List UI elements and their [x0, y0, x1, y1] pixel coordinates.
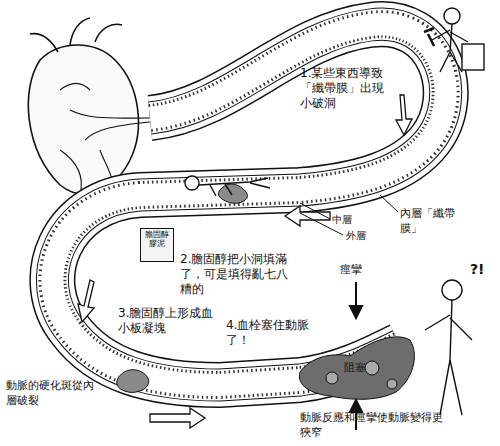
- annotation-label: 阻塞: [344, 360, 374, 375]
- hammer: [424, 28, 434, 46]
- outer-layer: [52, 24, 445, 385]
- annotation-label: 痙攣: [340, 262, 376, 277]
- flow-arrow: [78, 280, 94, 322]
- middle-layer: [52, 24, 445, 385]
- flow-arrow: [396, 95, 412, 135]
- leader-lines: [300, 195, 398, 235]
- inner-layer: [52, 24, 445, 385]
- caption-note: 動脈反應和痙攣使動脈變得更狹窄: [300, 410, 450, 440]
- flow-arrow: [285, 206, 330, 226]
- layer-label: 外層: [346, 228, 376, 243]
- heart-vessels: [30, 18, 122, 52]
- body: [199, 178, 270, 196]
- body: [425, 300, 472, 415]
- callout-text: 3.膽固醇上形成血小板凝塊: [118, 306, 216, 336]
- plaque: [117, 184, 415, 399]
- head: [442, 280, 462, 300]
- picture-bucket: [462, 44, 484, 70]
- node-text: 膽固醇膠泥: [142, 230, 172, 248]
- leader-line: [300, 203, 330, 219]
- puzzled-figure: [425, 280, 472, 415]
- callout-text: 2.膽固醇把小洞填滿了，可是填得亂七八糟的: [180, 252, 292, 297]
- cholesterol-jar: 膽固醇膠泥: [140, 228, 174, 262]
- clot-bit: [387, 379, 397, 389]
- figures: [185, 8, 484, 415]
- callout-text: 1.某些東西導致「纖帶膜」出現小破洞: [300, 66, 384, 111]
- head: [185, 176, 199, 190]
- callout-text: 4.血栓塞住動脈了！: [226, 318, 310, 348]
- middle-layer-fill: [52, 24, 445, 385]
- platelet-clot: [117, 370, 149, 393]
- clot-bit: [326, 372, 338, 384]
- flow-arrow: [150, 408, 205, 428]
- thrombus: [299, 337, 414, 399]
- clot-bit: [365, 361, 379, 375]
- layer-label: 內層「纖帶膜」: [400, 206, 466, 236]
- layer-label: 中層: [332, 212, 362, 227]
- head: [444, 8, 460, 24]
- lying-figure: [185, 176, 270, 196]
- flow-arrows: [78, 95, 412, 428]
- heart-outline: [28, 45, 138, 194]
- outer-layer-fill: [52, 24, 445, 385]
- leader-line: [380, 195, 398, 212]
- cholesterol-patch: [218, 184, 247, 203]
- heart: [28, 18, 150, 195]
- spasm-arrows: [350, 282, 362, 430]
- artery-tube: [52, 24, 445, 385]
- caption-note: 動脈的硬化斑從內層破裂: [6, 378, 100, 408]
- figure-with-hammer: [424, 8, 484, 72]
- lumen: [52, 24, 445, 385]
- arrow-head: [350, 400, 362, 412]
- exclamation: ?!: [470, 262, 494, 277]
- arrow-head: [350, 306, 362, 318]
